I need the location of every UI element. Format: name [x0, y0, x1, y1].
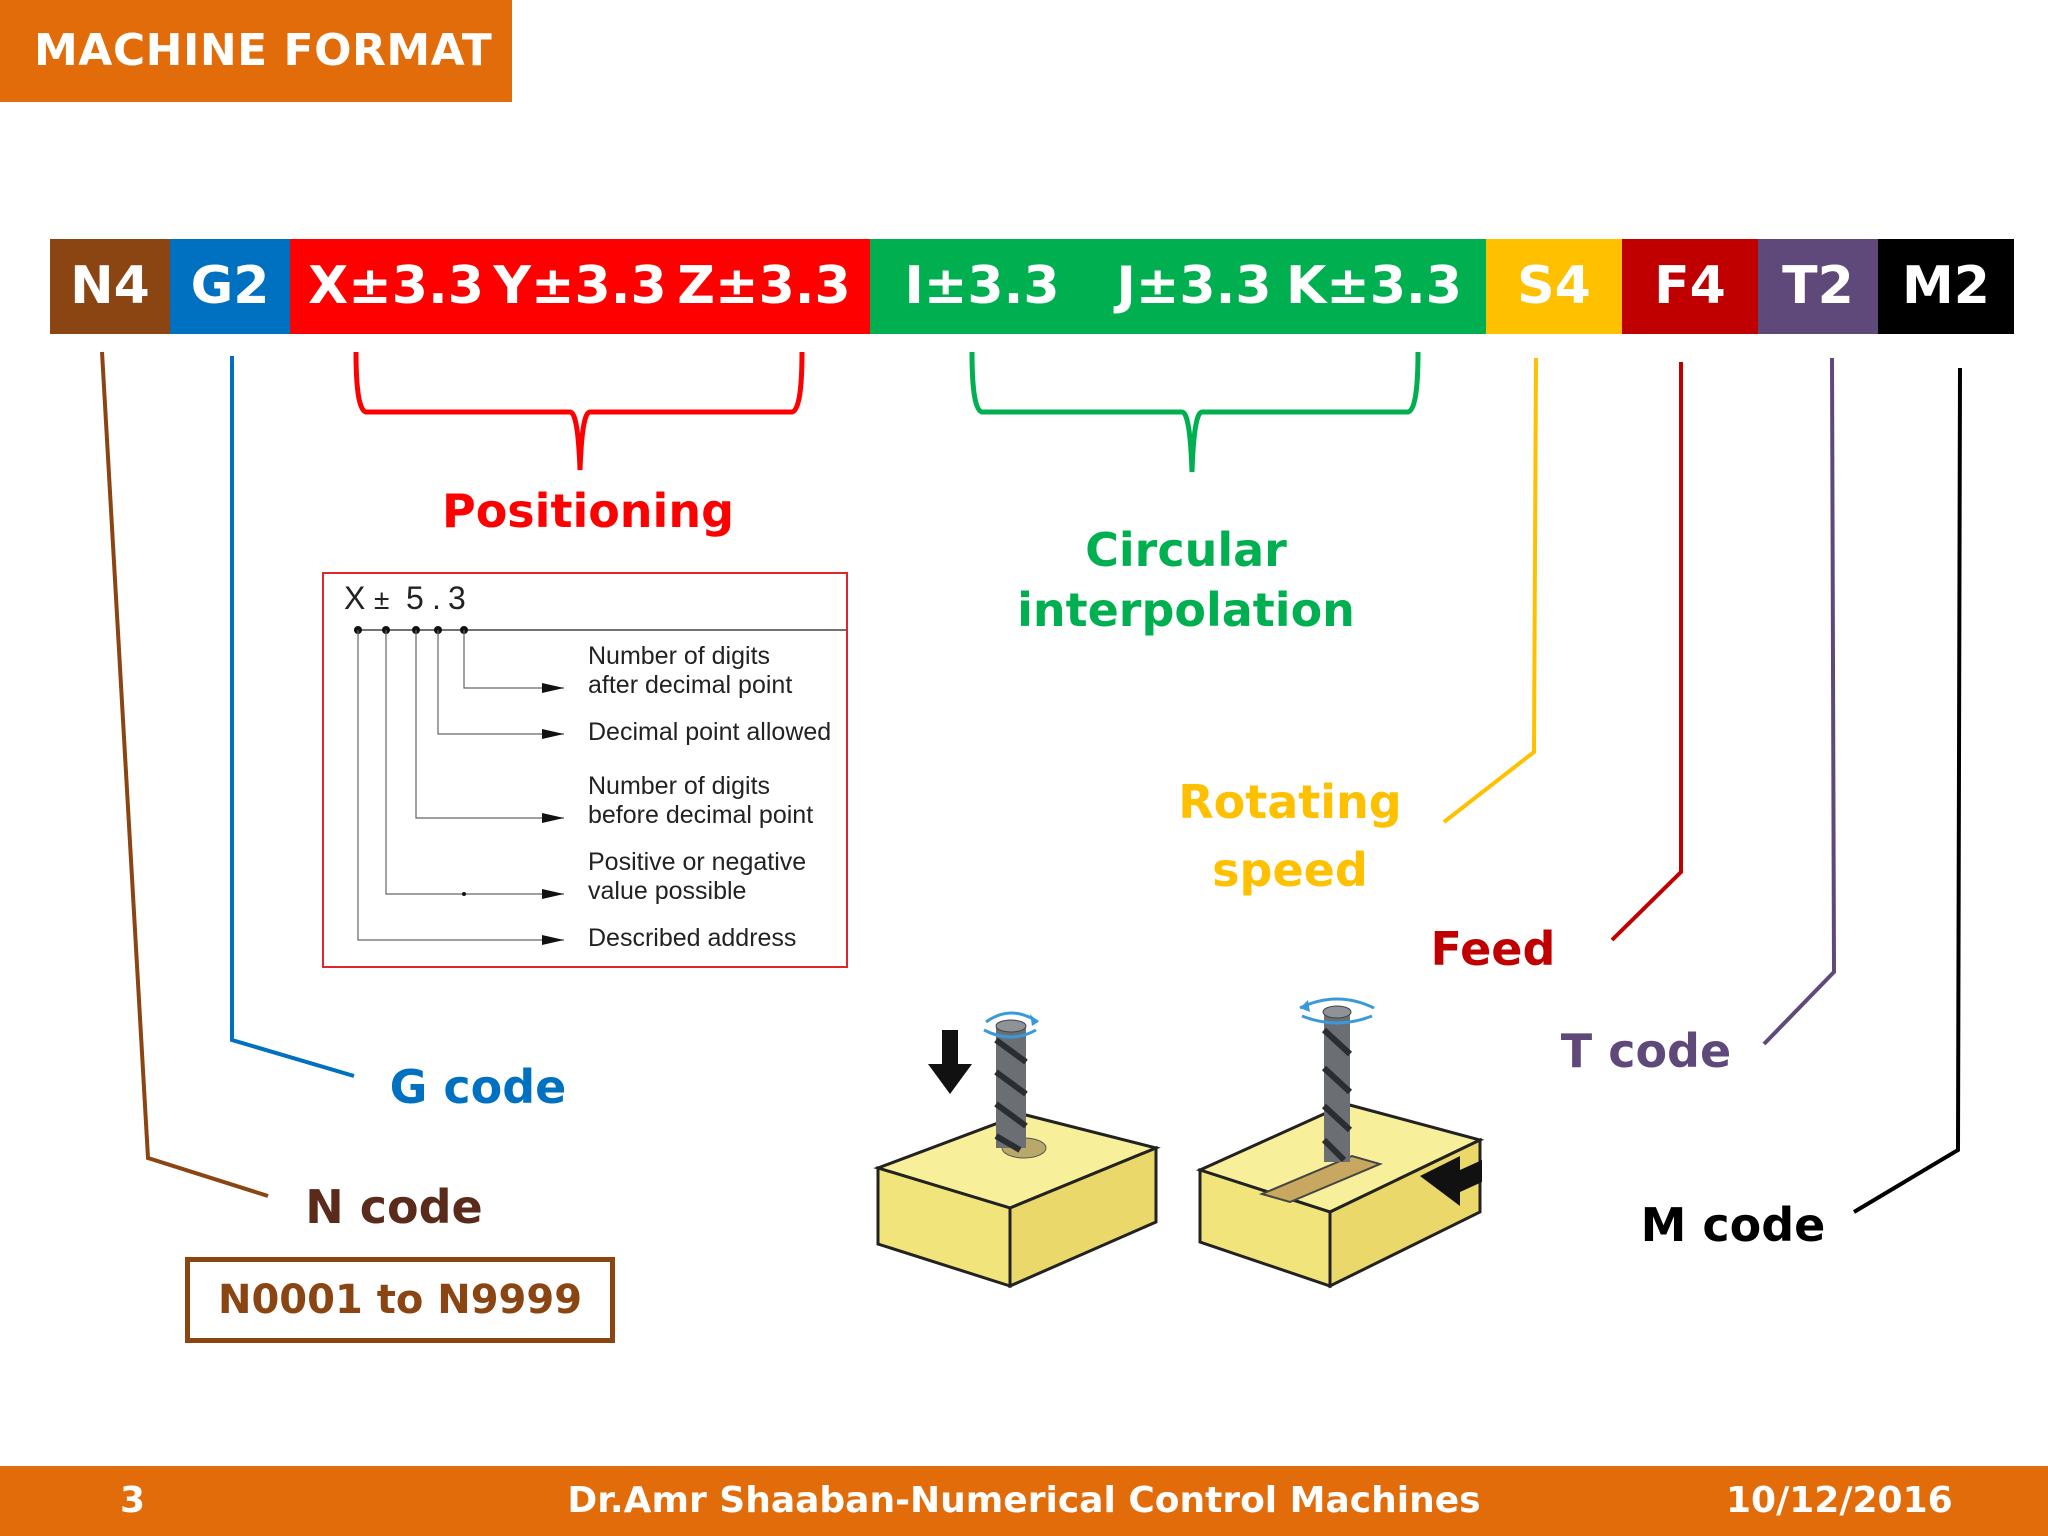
s-connector-line [1442, 357, 1538, 824]
addr-char-5: 5 [406, 580, 424, 616]
f-word-cell: F4 [1622, 239, 1758, 334]
rotating-label-line1: Rotating [1178, 775, 1402, 829]
address-format-diagram: X ± 5 . 3 Number of digits after decimal… [322, 572, 848, 968]
n-connector-line [100, 351, 269, 1198]
t-word-cell: T2 [1758, 239, 1878, 334]
end-mill-cutter-1 [983, 1011, 1047, 1159]
rotating-label-line2: speed [1212, 843, 1368, 897]
addr-char-x: X [344, 580, 366, 616]
k-word: K±3.3 [1286, 256, 1462, 316]
addr-char-dot: . [432, 580, 441, 616]
circular-label-line2: interpolation [1017, 583, 1355, 637]
feed-arrow-icon [1420, 1156, 1482, 1206]
word-format-bar: N4 G2 X±3.3 Y±3.3 Z±3.3 I±3.3 J±3.3 K±3.… [50, 239, 2014, 334]
address-diagram-lines [354, 626, 846, 945]
footer-date: 10/12/2016 [1726, 1480, 1953, 1521]
footer-author: Dr.Amr Shaaban-Numerical Control Machine… [567, 1480, 1481, 1521]
addr-desc-address: Described address [588, 924, 797, 952]
footer-bar: 3 Dr.Amr Shaaban-Numerical Control Machi… [0, 1466, 2048, 1536]
n-range-box: N0001 to N9999 [185, 1257, 615, 1343]
addr-desc-decimal-allowed: Decimal point allowed [588, 718, 832, 746]
m-code-label: M code [1640, 1198, 1826, 1252]
plunge-arrow-icon [928, 1030, 972, 1094]
x-word: X±3.3 [308, 256, 484, 316]
j-word: J±3.3 [1116, 256, 1272, 316]
n-word-cell: N4 [50, 239, 170, 334]
slide-title: MACHINE FORMAT [0, 0, 512, 102]
g-connector-line [230, 356, 355, 1078]
i-word: I±3.3 [904, 256, 1060, 316]
addr-char-pm: ± [374, 584, 390, 615]
workpiece-block-1 [873, 1112, 1161, 1289]
addr-char-3: 3 [448, 580, 466, 616]
circular-interpolation-label: Circular interpolation [1000, 520, 1372, 640]
circular-cell: I±3.3 J±3.3 K±3.3 [870, 239, 1486, 334]
feed-label: Feed [1430, 922, 1556, 976]
circular-label-line1: Circular [1085, 523, 1287, 577]
t-code-label: T code [1560, 1024, 1732, 1078]
n-code-label: N code [305, 1180, 483, 1234]
footer-page-number: 3 [120, 1480, 146, 1521]
y-word: Y±3.3 [493, 256, 667, 316]
positioning-cell: X±3.3 Y±3.3 Z±3.3 [290, 239, 870, 334]
circular-brace [969, 351, 1421, 473]
m-connector-line [1852, 367, 1962, 1214]
s-word-cell: S4 [1486, 239, 1622, 334]
g-code-label: G code [389, 1060, 567, 1114]
addr-desc-before-decimal: Number of digits before decimal point [588, 772, 814, 829]
positioning-label: Positioning [441, 484, 734, 538]
g-word-cell: G2 [170, 239, 290, 334]
positioning-brace [353, 351, 805, 471]
rotating-speed-label: Rotating speed [1160, 768, 1420, 904]
f-connector-line [1610, 362, 1683, 942]
addr-desc-after-decimal: Number of digits after decimal point [588, 642, 793, 699]
addr-desc-sign: Positive or negative value possible [588, 848, 807, 905]
t-connector-line [1762, 357, 1837, 1046]
milling-illustration [873, 997, 1485, 1289]
m-word-cell: M2 [1878, 239, 2014, 334]
end-mill-cutter-2 [1299, 997, 1375, 1163]
z-word: Z±3.3 [677, 256, 851, 316]
